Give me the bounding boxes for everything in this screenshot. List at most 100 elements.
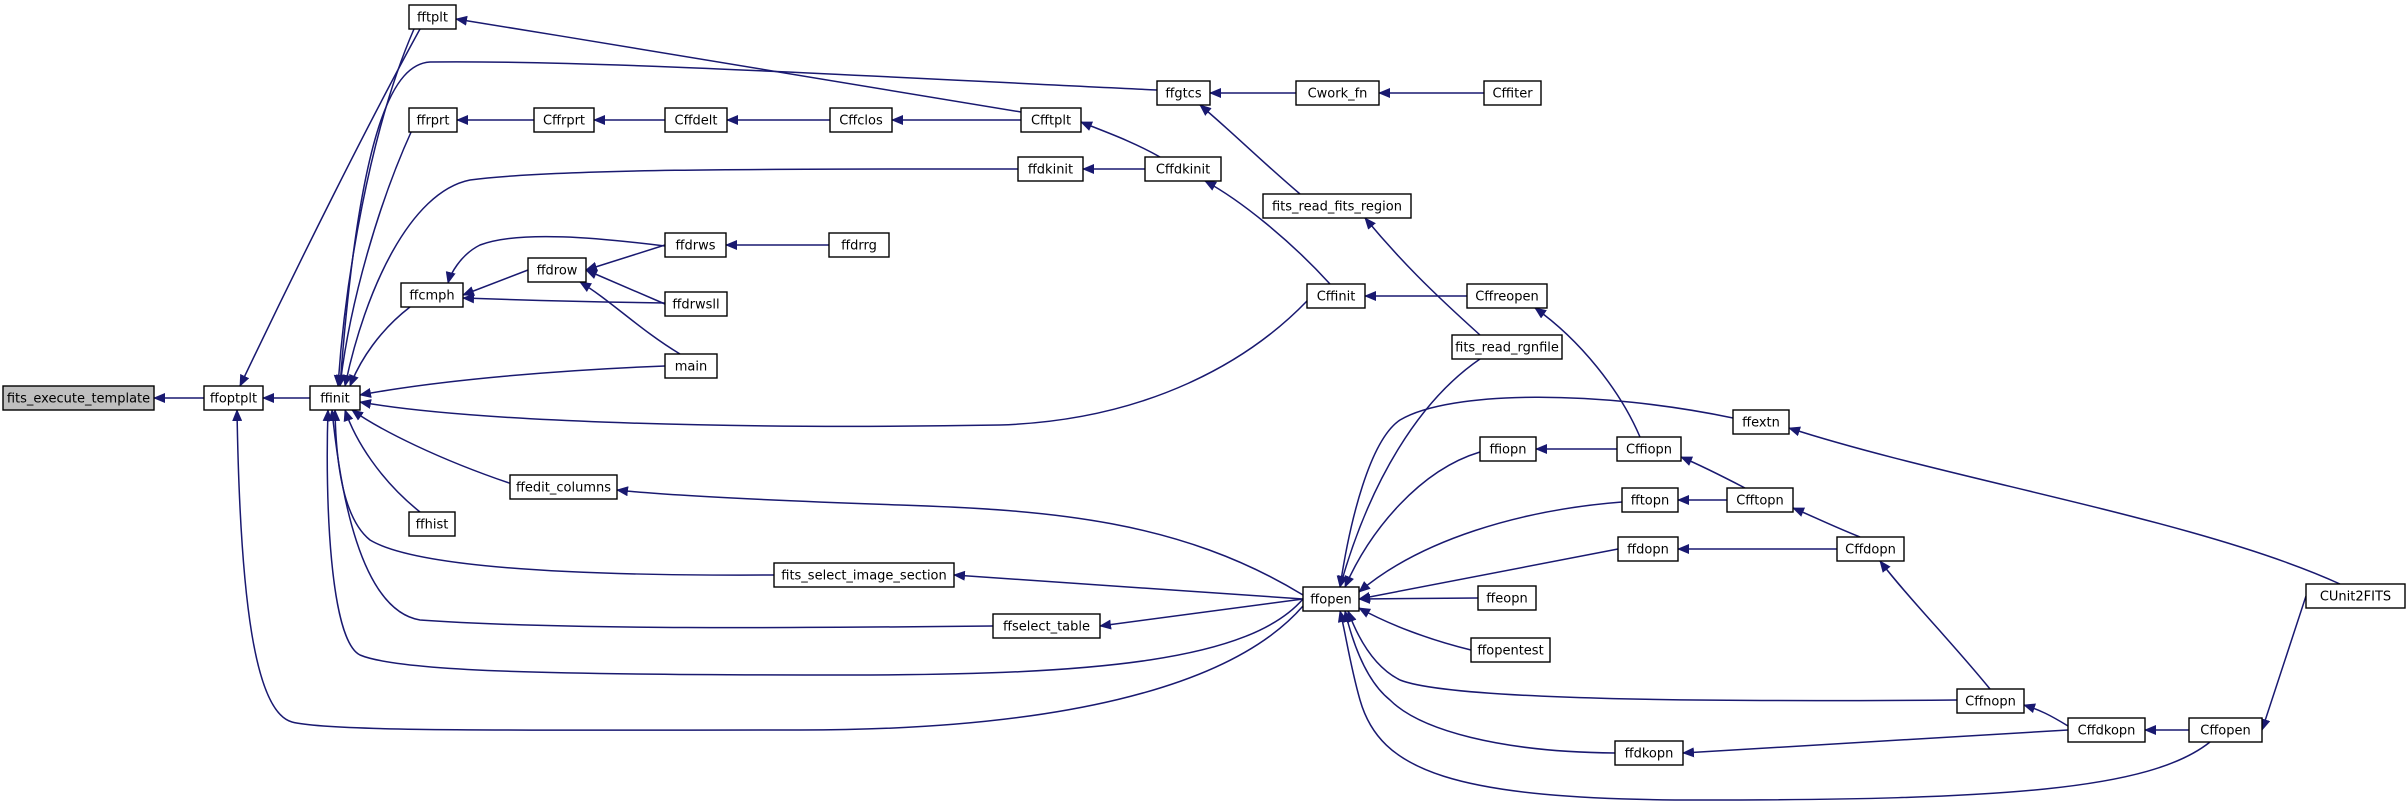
node-ffdkopn[interactable]: ffdkopn [1614, 740, 1684, 766]
node-box[interactable] [1466, 283, 1548, 309]
node-main[interactable]: main [664, 353, 718, 379]
node-box[interactable] [408, 511, 456, 537]
node-ffdopn[interactable]: ffdopn [1617, 536, 1679, 562]
node-Cffdkopn[interactable]: Cffdkopn [2067, 717, 2146, 743]
node-box[interactable] [1156, 80, 1211, 106]
node-box[interactable] [408, 107, 458, 133]
node-Cffreopen[interactable]: Cffreopen [1466, 283, 1548, 309]
node-box[interactable] [509, 474, 618, 500]
node-box[interactable] [828, 232, 890, 258]
node-box[interactable] [1956, 688, 2025, 714]
node-ffdrow[interactable]: ffdrow [527, 257, 587, 283]
edge-line [462, 293, 666, 304]
node-Cffdkinit[interactable]: Cffdkinit [1144, 156, 1222, 182]
node-ffopentest[interactable]: ffopentest [1470, 637, 1551, 663]
node-ffinit[interactable]: ffinit [309, 385, 361, 411]
node-box[interactable] [527, 257, 587, 283]
node-box[interactable] [1144, 156, 1222, 182]
node-box[interactable] [2067, 717, 2146, 743]
node-box[interactable] [1621, 487, 1679, 513]
node-fftplt[interactable]: fftplt [408, 4, 457, 30]
node-Cffclos[interactable]: Cffclos [829, 107, 893, 133]
node-CUnit2FITS[interactable]: CUnit2FITS [2305, 583, 2406, 609]
edge-ffselect_table-to-ffinit [328, 409, 994, 629]
node-box[interactable] [1836, 536, 1905, 562]
edge-line [333, 28, 415, 387]
node-Cwork_fn[interactable]: Cwork_fn [1295, 80, 1380, 106]
node-Cffdopn[interactable]: Cffdopn [1836, 536, 1905, 562]
node-ffrprt[interactable]: ffrprt [408, 107, 458, 133]
node-Cffopen[interactable]: Cffopen [2188, 717, 2263, 743]
node-box[interactable] [1726, 487, 1794, 513]
node-box[interactable] [1617, 536, 1679, 562]
node-fits_select_image_section[interactable]: fits_select_image_section [773, 562, 955, 588]
node-box[interactable] [664, 107, 728, 133]
node-box[interactable] [1732, 409, 1790, 435]
node-box[interactable] [1614, 740, 1684, 766]
edge-line [1344, 451, 1481, 588]
node-box[interactable] [309, 385, 361, 411]
node-fits_read_fits_region[interactable]: fits_read_fits_region [1262, 193, 1412, 219]
node-ffoptplt[interactable]: ffoptplt [203, 385, 264, 411]
edge-ffdrwsll-to-ffdrow [585, 269, 666, 305]
node-box[interactable] [1302, 586, 1360, 612]
node-ffeopn[interactable]: ffeopn [1477, 585, 1537, 611]
node-box[interactable] [1020, 107, 1082, 133]
node-box[interactable] [773, 562, 955, 588]
node-box[interactable] [1295, 80, 1380, 106]
node-box[interactable] [400, 282, 464, 308]
node-box[interactable] [1483, 80, 1542, 106]
node-Cffiter[interactable]: Cffiter [1483, 80, 1542, 106]
node-box[interactable] [1477, 585, 1537, 611]
node-fits_read_rgnfile[interactable]: fits_read_rgnfile [1451, 334, 1563, 360]
node-box[interactable] [992, 613, 1101, 639]
node-box[interactable] [664, 353, 718, 379]
node-box[interactable] [2305, 583, 2406, 609]
node-ffhist[interactable]: ffhist [408, 511, 456, 537]
node-ffdrrg[interactable]: ffdrrg [828, 232, 890, 258]
node-box[interactable] [1306, 283, 1366, 309]
node-ffopen[interactable]: ffopen [1302, 586, 1360, 612]
node-ffdrws[interactable]: ffdrws [664, 232, 727, 258]
node-box[interactable] [1451, 334, 1563, 360]
node-Cffinit[interactable]: Cffinit [1306, 283, 1366, 309]
node-box[interactable] [2188, 717, 2263, 743]
node-ffcmph[interactable]: ffcmph [400, 282, 464, 308]
edge-line [232, 409, 1304, 731]
node-box[interactable] [2, 385, 155, 411]
node-box[interactable] [1262, 193, 1412, 219]
node-ffdkinit[interactable]: ffdkinit [1017, 156, 1084, 182]
edge-Cfftopn-to-Cffiopn [1680, 456, 1746, 489]
edge-line [1364, 217, 1481, 336]
edge-ffopentest-to-ffopen [1358, 607, 1472, 651]
node-fits_execute_template[interactable]: fits_execute_template [2, 385, 155, 411]
node-box[interactable] [203, 385, 264, 411]
node-box[interactable] [664, 291, 728, 317]
node-Cffiopn[interactable]: Cffiopn [1616, 436, 1682, 462]
node-box[interactable] [664, 232, 727, 258]
node-Cffnopn[interactable]: Cffnopn [1956, 688, 2025, 714]
edge-line [455, 15, 1022, 113]
node-box[interactable] [408, 4, 457, 30]
node-box[interactable] [829, 107, 893, 133]
node-box[interactable] [1616, 436, 1682, 462]
node-ffgtcs[interactable]: ffgtcs [1156, 80, 1211, 106]
node-ffdrwsll[interactable]: ffdrwsll [664, 291, 728, 317]
node-label: fits_read_fits_region [1272, 200, 1402, 215]
node-fftopn[interactable]: fftopn [1621, 487, 1679, 513]
edge-Cffiopn-to-Cffreopen [1534, 307, 1641, 438]
node-Cfftplt[interactable]: Cfftplt [1020, 107, 1082, 133]
node-box[interactable] [1470, 637, 1551, 663]
node-label: ffopentest [1477, 644, 1543, 659]
node-box[interactable] [1479, 436, 1537, 462]
edge-fftopn-to-ffopen [1358, 501, 1623, 593]
node-ffextn[interactable]: ffextn [1732, 409, 1790, 435]
node-ffedit_columns[interactable]: ffedit_columns [509, 474, 618, 500]
node-Cfrprt[interactable]: Cffrprt [533, 107, 595, 133]
node-box[interactable] [1017, 156, 1084, 182]
node-Cfftopn[interactable]: Cfftopn [1726, 487, 1794, 513]
node-ffiopn[interactable]: ffiopn [1479, 436, 1537, 462]
node-Cffdelt[interactable]: Cffdelt [664, 107, 728, 133]
node-box[interactable] [533, 107, 595, 133]
node-ffselect_table[interactable]: ffselect_table [992, 613, 1101, 639]
